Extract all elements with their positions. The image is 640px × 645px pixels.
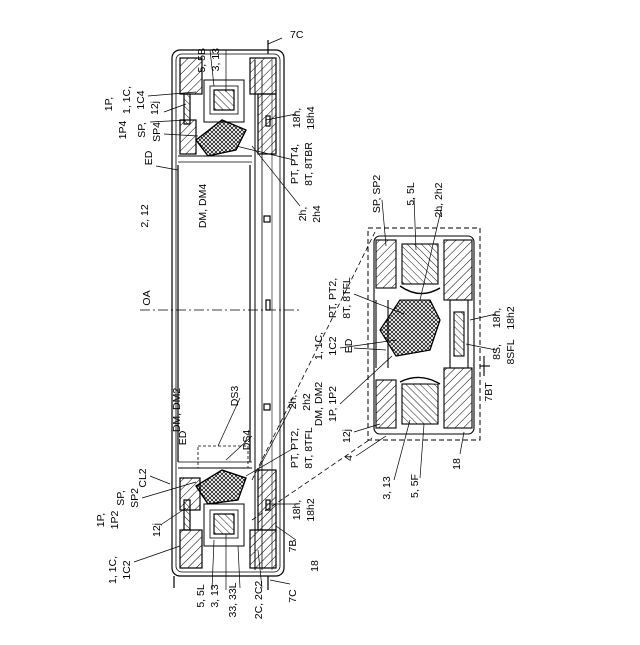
label-18h-bottom: 18h, [291, 500, 303, 520]
label-1P2-bottom: 1P2 [109, 511, 121, 530]
label-18h2-inset: 18h2 [505, 306, 517, 330]
label-3-13-bottom: 3, 13 [209, 584, 221, 608]
label-18h2-bottom: 18h2 [305, 498, 317, 522]
label-7B: 7B [287, 540, 299, 553]
label-PT-PT4: PT, PT4, [289, 144, 301, 184]
label-18h: 18h, [291, 108, 303, 128]
label-8S: 8S, [491, 344, 503, 360]
inset-detail [368, 228, 490, 440]
label-DM-DM2-inset: DM, DM2 [313, 382, 325, 426]
label-SP2-bottom: SP2 [129, 488, 141, 508]
label-DS4: DS4 [241, 430, 253, 451]
label-1-1C-inset: 1, 1C, [313, 332, 325, 360]
label-1P: 1P, [103, 97, 115, 111]
label-2h: 2h, [297, 207, 309, 222]
label-4-inset: 4 [343, 455, 355, 461]
label-7C-bottom: 7C [287, 589, 299, 603]
label-33-33L: 33, 33L [227, 582, 239, 617]
label-DS3: DS3 [229, 386, 241, 407]
label-1-1C: 1, 1C, [121, 86, 133, 114]
label-7BT: 7BT [483, 382, 495, 402]
label-12j-bottom: 12j [151, 523, 163, 537]
label-12j-inset: 12j [341, 429, 353, 443]
label-12j-top: 12j [149, 101, 161, 115]
label-5-5L-bottom: 5, 5L [195, 584, 207, 608]
label-1C2-bottom: 1C2 [121, 560, 133, 579]
label-ED-top: ED [143, 150, 155, 165]
label-DM-DM4: DM, DM4 [197, 184, 209, 228]
label-ED-bottom: ED [177, 430, 189, 445]
label-1P-bottom: 1P, [95, 513, 107, 527]
label-8T-8TFL-inset: 8T, 8TFL [341, 277, 353, 319]
label-1P-1P2-inset: 1P, 1P2 [327, 386, 339, 422]
label-1C4: 1C4 [135, 90, 147, 109]
main-body [172, 40, 284, 590]
label-8T-8TFL: 8T, 8TFL [303, 427, 315, 469]
label-PT-PT2-inset: PT, PT2, [327, 278, 339, 318]
label-8T-8TBR: 8T, 8TBR [303, 142, 315, 186]
label-SP4: SP4 [151, 122, 163, 142]
label-SP: SP, [136, 122, 148, 138]
label-1C2-inset: 1C2 [327, 336, 339, 355]
label-5-5B: 5, 5B [196, 48, 208, 73]
label-2h4: 2h4 [311, 205, 323, 223]
label-CL2: CL2 [137, 468, 149, 487]
label-1-1C-bottom: 1, 1C, [107, 556, 119, 584]
label-1P4: 1P4 [117, 121, 129, 140]
label-2-12: 2, 12 [139, 204, 151, 228]
label-OA: OA [141, 290, 153, 305]
label-SP-bottom: SP, [115, 490, 127, 506]
label-2h-bottom: 2h, [287, 395, 299, 410]
label-DM-DM2: DM, DM2 [171, 388, 183, 432]
label-18h4: 18h4 [305, 106, 317, 130]
label-3-13-inset: 3, 13 [381, 476, 393, 500]
label-PT-PT2: PT, PT2, [289, 428, 301, 468]
label-2C-2C2: 2C, 2C2 [253, 581, 265, 620]
label-5-5F-inset: 5, 5F [409, 474, 421, 498]
label-5-5L-inset: 5, 5L [405, 182, 417, 206]
label-SP-SP2-inset: SP, SP2 [371, 175, 383, 213]
label-7C-top: 7C [290, 29, 304, 41]
label-18h-inset: 18h, [491, 308, 503, 328]
label-2h-2h2-inset: 2h, 2h2 [433, 182, 445, 217]
label-8SFL: 8SFL [505, 339, 517, 364]
label-18-inset: 18 [451, 458, 463, 470]
label-2h2-bottom: 2h2 [301, 393, 313, 411]
label-18-bottom: 18 [309, 560, 321, 572]
